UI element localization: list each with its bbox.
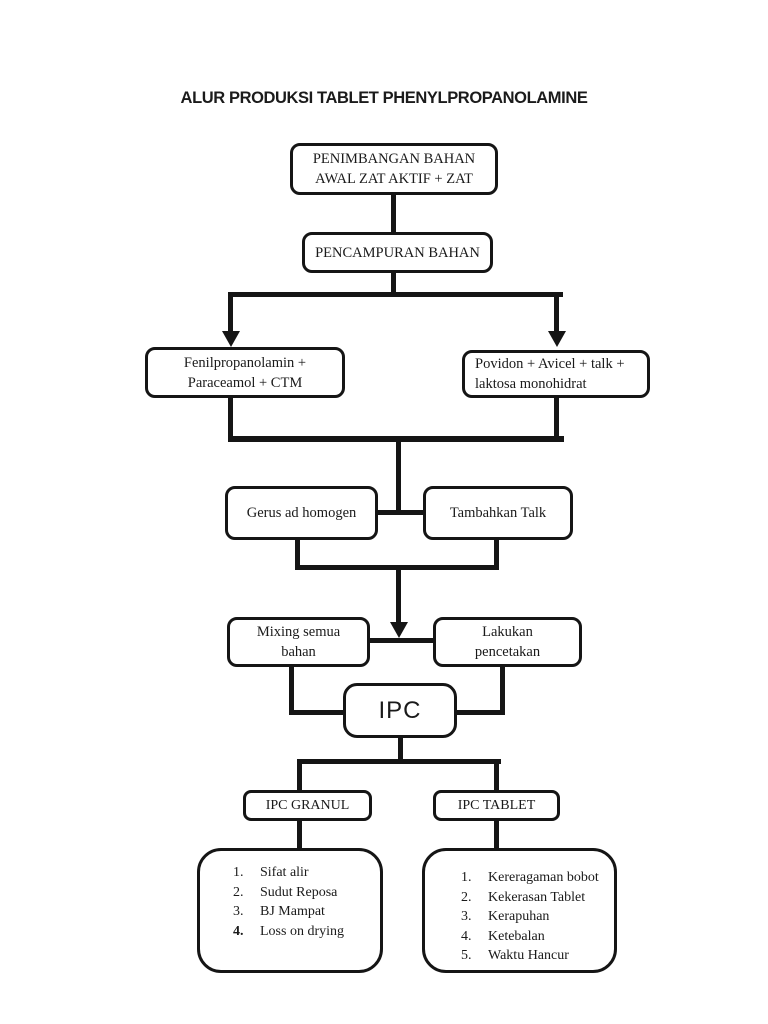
ipc-down [398,736,403,764]
talc-down [494,537,499,569]
list-item-number: 4. [233,923,244,939]
into-ipc-left [289,710,347,715]
list-item-number: 1. [461,870,472,885]
list-item-number: 3. [233,904,244,919]
trunk-to-mixing-row [396,565,401,623]
node-ipc: IPC [343,683,457,738]
list-item: 3. Kerapuhan [461,907,608,927]
trunk-to-grind-row [396,436,401,515]
list-item: 4. Ketebalan [461,927,608,947]
node-mix-all: Mixing semua bahan [227,617,370,667]
list-item-number: 5. [461,948,472,963]
list-item-text: Kekerasan Tablet [488,889,586,905]
excipient-down [554,396,559,438]
node-compress: Lakukan pencetakan [433,617,582,667]
drop-to-active [228,292,233,332]
list-item-number: 2. [233,884,244,900]
list-item-text: Waktu Hancur [488,948,569,963]
list-item: 1. Sifat alir [233,863,374,883]
list-item: 3. BJ Mampat [233,902,374,922]
node-add-talc: Tambahkan Talk [423,486,573,540]
mixing-press-connector [368,638,435,643]
drop-to-excipient [554,292,559,332]
node-ipc-tablet: IPC TABLET [433,790,560,821]
page-title: ALUR PRODUKSI TABLET PHENYLPROPANOLAMINE [180,89,588,107]
active-down [228,396,233,438]
ipc-granul-test-list: 1. Sifat alir 2. Sudut Reposa 3. BJ Mamp… [197,848,383,973]
list-item: 5. Waktu Hancur [461,946,608,966]
node-excipient-mix: Povidon + Avicel + talk + laktosa monohi… [462,350,650,398]
list-item: 1. Kereragaman bobot [461,868,608,888]
list-item-number: 1. [233,865,244,880]
grind-talc-connector [375,510,426,515]
list-item-text: Kereragaman bobot [488,870,599,885]
arrowhead-mixing-row [390,622,408,638]
granul-to-list [297,819,302,850]
grind-down [295,537,300,569]
list-item-number: 2. [461,889,472,905]
connector-weighing-blending [391,193,396,234]
into-ipc-right [454,710,505,715]
drop-to-ipc-tablet [494,759,499,792]
split-bar-top [230,292,563,297]
press-down [500,664,505,714]
connector-blending-split [391,271,396,297]
drop-to-ipc-granul [297,759,302,792]
arrowhead-active [222,331,240,347]
list-item-text: Sifat alir [260,865,309,880]
node-weighing: PENIMBANGAN BAHAN AWAL ZAT AKTIF + ZAT [290,143,498,195]
list-item: 4. Loss on drying [233,922,374,942]
list-item-text: Sudut Reposa [260,884,338,900]
node-ipc-granul: IPC GRANUL [243,790,372,821]
list-item: 2. Kekerasan Tablet [461,888,608,908]
list-item-text: Ketebalan [488,928,545,944]
split-bar-ipc [297,759,501,764]
node-blending: PENCAMPURAN BAHAN [302,232,493,273]
list-item-number: 4. [461,928,472,944]
node-grind: Gerus ad homogen [225,486,378,540]
list-item: 2. Sudut Reposa [233,883,374,903]
mixing-down [289,664,294,714]
ipc-tablet-test-list: 1. Kereragaman bobot 2. Kekerasan Tablet… [422,848,617,973]
tablet-to-list [494,819,499,850]
node-active-mix: Fenilpropanolamin + Paraceamol + CTM [145,347,345,398]
list-item-number: 3. [461,909,472,924]
list-item-text: BJ Mampat [260,904,325,919]
list-item-text: Kerapuhan [488,909,550,924]
arrowhead-excipient [548,331,566,347]
list-item-text: Loss on drying [260,923,344,939]
